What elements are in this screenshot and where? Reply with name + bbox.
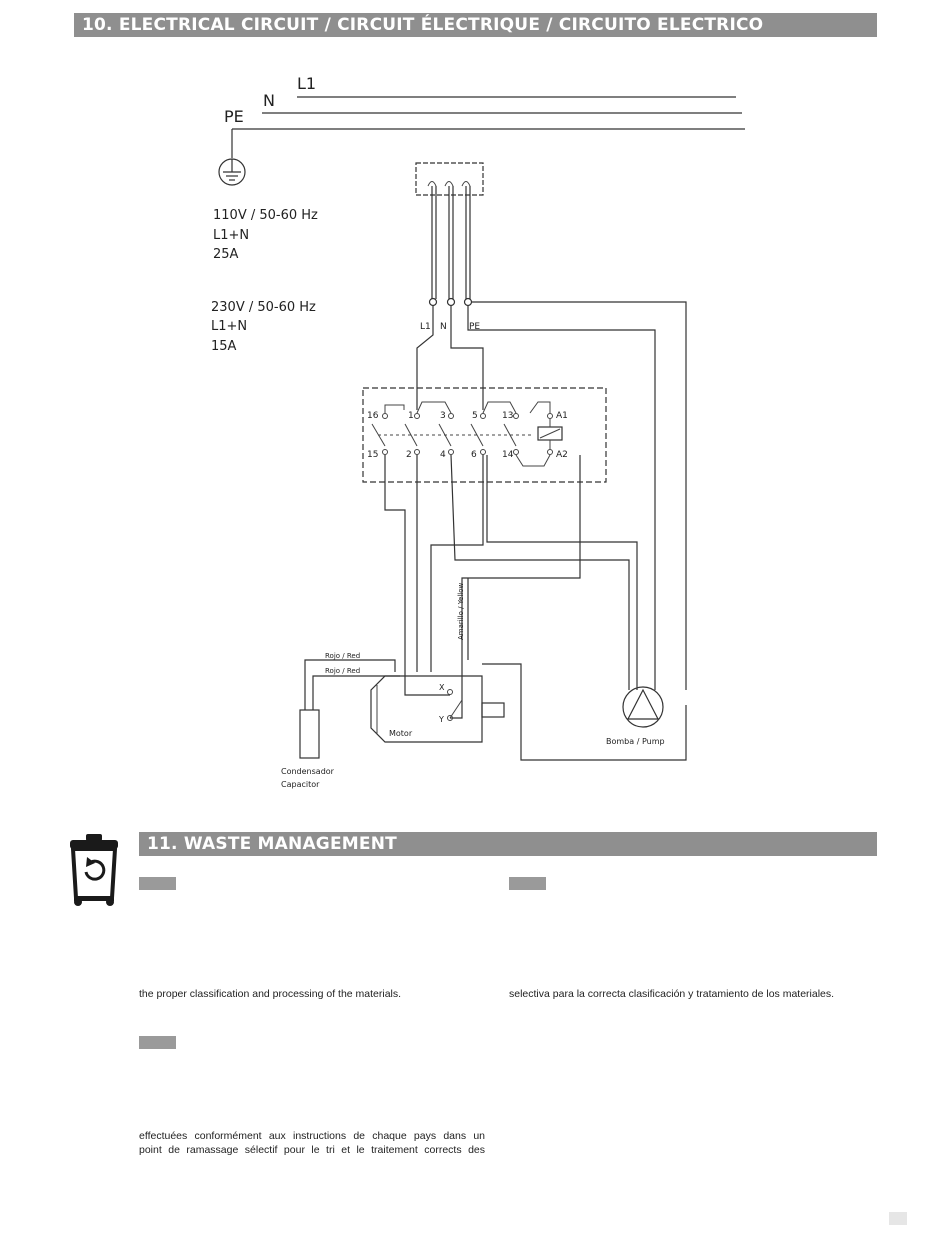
pump-icon: [622, 686, 664, 728]
spec-110-line1: 110V / 50-60 Hz: [213, 208, 318, 223]
capacitor-label-1: Condensador: [281, 767, 335, 776]
contact-1: 1: [408, 411, 414, 421]
waste-text-fr-line1: effectuées conformément aux instructions…: [139, 1130, 485, 1142]
spec-110-line3: 25A: [213, 247, 239, 262]
pump-label: Bomba / Pump: [606, 737, 665, 746]
contact-a2: A2: [556, 450, 568, 460]
page-number-box: [889, 1212, 907, 1225]
wire-yellow-label: Amarillo / Yellow: [457, 582, 465, 640]
wire-red-label-1: Rojo / Red: [325, 652, 360, 660]
section-10-title: 10. ELECTRICAL CIRCUIT / CIRCUIT ÉLECTRI…: [74, 13, 877, 37]
spec-230-line2: L1+N: [211, 319, 247, 334]
contact-14: 14: [502, 450, 514, 460]
waste-text-fr-line2: point de ramassage sélectif pour le tri …: [139, 1144, 485, 1156]
motor-label: Motor: [389, 729, 413, 738]
contact-4: 4: [440, 450, 446, 460]
plug-connector: [415, 162, 484, 196]
terminal-n-label: N: [440, 322, 447, 332]
waste-text-es: selectiva para la correcta clasificación…: [509, 988, 835, 1000]
contact-16: 16: [367, 411, 379, 421]
contact-2: 2: [406, 450, 412, 460]
contact-a1: A1: [556, 411, 568, 421]
wire-red-label-2: Rojo / Red: [325, 667, 360, 675]
spec-230-line3: 15A: [211, 339, 237, 354]
supply-pe-label: PE: [224, 107, 244, 126]
language-tag-es: [509, 877, 546, 890]
terminal-l1-label: L1: [420, 322, 431, 332]
capacitor: [299, 709, 320, 759]
contact-6: 6: [471, 450, 477, 460]
recycle-bin-icon: [66, 830, 122, 908]
wiring-diagram: L1 N PE 110V / 50-60 Hz L1+N 25A 230V / …: [211, 74, 745, 789]
capacitor-label-2: Capacitor: [281, 780, 320, 789]
motor: [370, 675, 505, 743]
contact-15: 15: [367, 450, 378, 460]
contact-5: 5: [472, 411, 478, 421]
terminal-pe-label: PE: [469, 322, 480, 332]
language-tag-en: [139, 877, 176, 890]
contactor-box: [362, 387, 607, 483]
contact-13: 13: [502, 411, 513, 421]
motor-x-label: X: [439, 683, 445, 692]
supply-n-label: N: [263, 91, 275, 110]
section-11-title: 11. WASTE MANAGEMENT: [139, 832, 877, 856]
language-tag-fr: [139, 1036, 176, 1049]
motor-y-label: Y: [438, 715, 444, 724]
supply-l1-label: L1: [297, 74, 316, 93]
ground-icon: [218, 158, 246, 186]
spec-230-line1: 230V / 50-60 Hz: [211, 300, 316, 315]
terminal-block: [428, 297, 473, 307]
waste-text-en: the proper classification and processing…: [139, 988, 402, 1000]
contact-3: 3: [440, 411, 446, 421]
spec-110-line2: L1+N: [213, 228, 249, 243]
